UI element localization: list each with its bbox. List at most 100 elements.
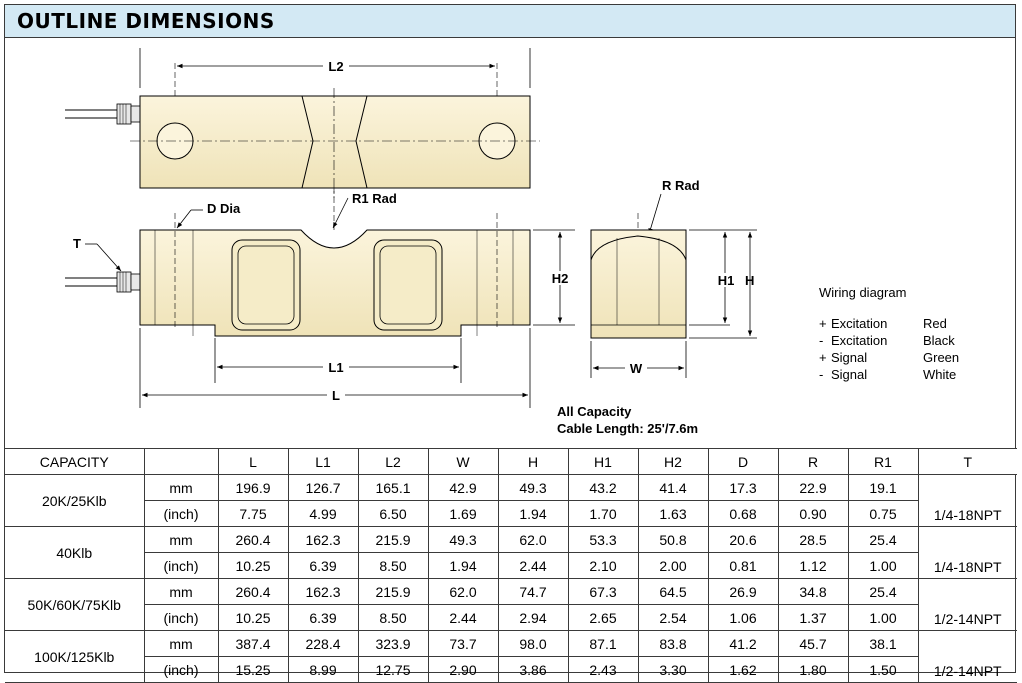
value-cell: 260.4 (217, 578, 289, 605)
value-cell: 50.8 (637, 526, 709, 553)
value-cell: 260.4 (217, 526, 289, 553)
value-cell: 73.7 (427, 630, 499, 657)
unit-cell: (inch) (143, 552, 219, 579)
value-cell: 98.0 (497, 630, 569, 657)
end-view: R Rad H1 H W (590, 178, 757, 378)
column-header: T (917, 448, 1017, 475)
value-cell: 126.7 (287, 474, 359, 501)
value-cell: 2.00 (637, 552, 709, 579)
column-header: H1 (567, 448, 639, 475)
value-cell: 228.4 (287, 630, 359, 657)
value-cell: 25.4 (847, 578, 919, 605)
dimension-drawing: L2 R1 Rad D Dia T (65, 48, 757, 408)
column-header: R1 (847, 448, 919, 475)
cable-length-note: All Capacity Cable Length: 25'/7.6m (557, 403, 698, 437)
h1-label: H1 (718, 273, 735, 288)
value-cell: 41.2 (707, 630, 779, 657)
value-cell: 2.94 (497, 604, 569, 631)
value-cell: 1.69 (427, 500, 499, 527)
value-cell: 64.5 (637, 578, 709, 605)
column-header: CAPACITY (5, 448, 145, 475)
value-cell: 45.7 (777, 630, 849, 657)
value-cell: 1.70 (567, 500, 639, 527)
value-cell: 22.9 (777, 474, 849, 501)
capacity-cell: 100K/125Klb (5, 630, 145, 683)
value-cell: 20.6 (707, 526, 779, 553)
value-cell: 6.39 (287, 604, 359, 631)
value-cell: 1.06 (707, 604, 779, 631)
value-cell: 74.7 (497, 578, 569, 605)
thread-cell: 1/4-18NPT (917, 474, 1017, 527)
value-cell: 196.9 (217, 474, 289, 501)
outline-dimensions-panel: OUTLINE DIMENSIONS L2 (4, 4, 1017, 683)
t-label: T (73, 236, 81, 251)
value-cell: 1.63 (637, 500, 709, 527)
value-cell: 2.44 (427, 604, 499, 631)
side-view: R1 Rad D Dia T (65, 188, 575, 408)
value-cell: 165.1 (357, 474, 429, 501)
d-dia-label: D Dia (207, 201, 241, 216)
value-cell: 83.8 (637, 630, 709, 657)
value-cell: 0.90 (777, 500, 849, 527)
column-header: R (777, 448, 849, 475)
value-cell: 41.4 (637, 474, 709, 501)
value-cell: 215.9 (357, 578, 429, 605)
value-cell: 215.9 (357, 526, 429, 553)
l1-label: L1 (328, 360, 343, 375)
value-cell: 0.81 (707, 552, 779, 579)
column-header: L2 (357, 448, 429, 475)
thread-cell: 1/4-18NPT (917, 526, 1017, 579)
value-cell: 1.80 (777, 656, 849, 683)
column-header: D (707, 448, 779, 475)
w-label: W (630, 361, 643, 376)
value-cell: 26.9 (707, 578, 779, 605)
value-cell: 2.65 (567, 604, 639, 631)
value-cell: 19.1 (847, 474, 919, 501)
unit-cell: (inch) (143, 500, 219, 527)
r1-rad-label: R1 Rad (352, 191, 397, 206)
capacity-cell: 50K/60K/75Klb (5, 578, 145, 631)
value-cell: 2.43 (567, 656, 639, 683)
column-header (143, 448, 219, 475)
cable-note-capacity: All Capacity (557, 404, 632, 419)
value-cell: 2.10 (567, 552, 639, 579)
capacity-cell: 20K/25Klb (5, 474, 145, 527)
value-cell: 38.1 (847, 630, 919, 657)
value-cell: 15.25 (217, 656, 289, 683)
column-header: H2 (637, 448, 709, 475)
value-cell: 8.50 (357, 552, 429, 579)
l2-label: L2 (328, 59, 343, 74)
value-cell: 25.4 (847, 526, 919, 553)
value-cell: 12.75 (357, 656, 429, 683)
unit-cell: mm (143, 578, 219, 605)
value-cell: 1.62 (707, 656, 779, 683)
value-cell: 1.94 (427, 552, 499, 579)
h2-label: H2 (552, 271, 569, 286)
unit-cell: mm (143, 474, 219, 501)
value-cell: 49.3 (427, 526, 499, 553)
value-cell: 162.3 (287, 578, 359, 605)
value-cell: 53.3 (567, 526, 639, 553)
thread-cell: 1/2-14NPT (917, 630, 1017, 683)
section-header: OUTLINE DIMENSIONS (5, 5, 1015, 38)
value-cell: 323.9 (357, 630, 429, 657)
value-cell: 2.54 (637, 604, 709, 631)
value-cell: 0.75 (847, 500, 919, 527)
value-cell: 17.3 (707, 474, 779, 501)
unit-cell: (inch) (143, 604, 219, 631)
value-cell: 7.75 (217, 500, 289, 527)
value-cell: 8.50 (357, 604, 429, 631)
value-cell: 49.3 (497, 474, 569, 501)
value-cell: 2.90 (427, 656, 499, 683)
l-label: L (332, 388, 340, 403)
